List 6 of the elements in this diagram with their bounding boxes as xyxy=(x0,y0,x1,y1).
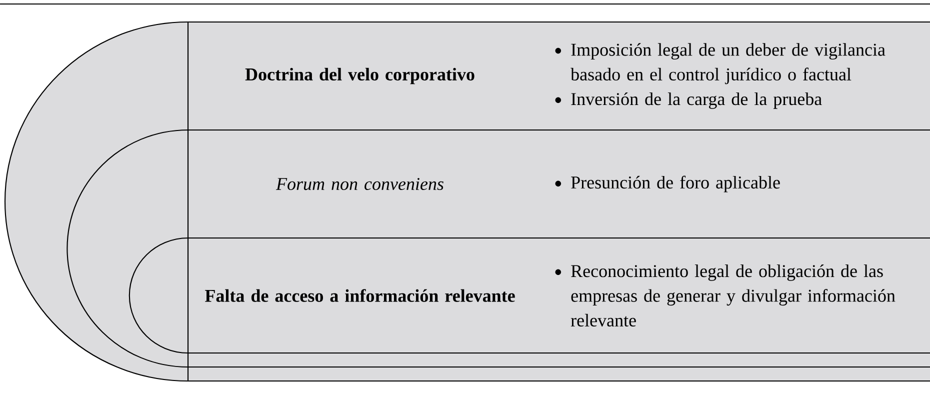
heading: Falta de acceso a información relevante xyxy=(205,289,515,302)
heading: Doctrina del velo corporativo xyxy=(245,68,474,84)
bullet-list: Presunción de foro aplicable xyxy=(555,176,780,192)
bullet-list: Reconocimiento legal de obligación de las empresas de generar y divulgar información relevante xyxy=(555,264,896,326)
heading: Forum non conveniens xyxy=(276,178,444,190)
bullet-list: Imposición legal de un deber de vigilancia basado en el control jurídico o factual Inversión de la carga de la prueba xyxy=(555,43,886,109)
